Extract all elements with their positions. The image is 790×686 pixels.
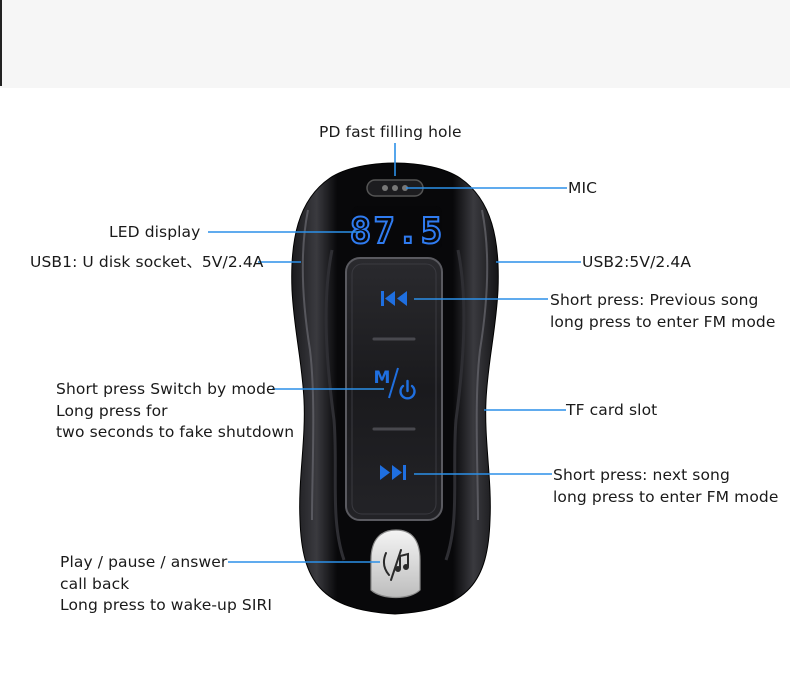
label-mode-line3: two seconds to fake shutdown [56,423,295,441]
mic-hole [382,185,388,191]
next-track-icon [380,465,406,480]
label-tf-slot: TF card slot [566,401,658,419]
left-edge-divider [0,0,2,86]
label-led-display: LED display [109,223,201,241]
body-inner-curve-left [324,249,346,561]
mode-slash [388,367,399,399]
label-mode-line2: Long press for [56,401,168,420]
mic-hole [392,185,398,191]
label-previous-song: Short press: Previous song long press to… [550,290,776,333]
led-display-value: 87.5 [350,211,445,252]
body-highlight-right [475,209,489,521]
label-play-pause: Play / pause / answer call back Long pre… [60,552,272,617]
label-previous-line2: long press to enter FM mode [550,312,776,331]
label-next-song: Short press: next song long press to ent… [553,465,779,508]
led-display-window [352,206,442,250]
top-banner [0,0,790,88]
body-highlight-left [301,209,315,521]
label-mode-switch: Short press Switch by mode Long press fo… [56,379,294,444]
label-usb1: USB1: U disk socket、5V/2.4A [30,253,264,271]
label-play-line2: call back [60,574,130,593]
label-pd-hole: PD fast filling hole [319,123,462,141]
label-mic: MIC [568,179,598,197]
label-play-line3: Long press to wake-up SIRI [60,596,273,614]
power-icon [399,379,416,400]
phone-music-icon [383,549,409,581]
body-inner-curve-right [444,249,466,561]
label-next-line2: long press to enter FM mode [553,487,779,506]
mode-button-label: M [374,368,391,388]
label-usb2: USB2:5V/2.4A [582,253,692,271]
label-previous-line1: Short press: Previous song [550,291,759,309]
label-mode-line1: Short press Switch by mode [56,380,276,398]
label-play-line1: Play / pause / answer [60,553,228,571]
label-next-line1: Short press: next song [553,466,730,484]
mic-hole [402,185,408,191]
previous-track-icon [381,291,407,306]
